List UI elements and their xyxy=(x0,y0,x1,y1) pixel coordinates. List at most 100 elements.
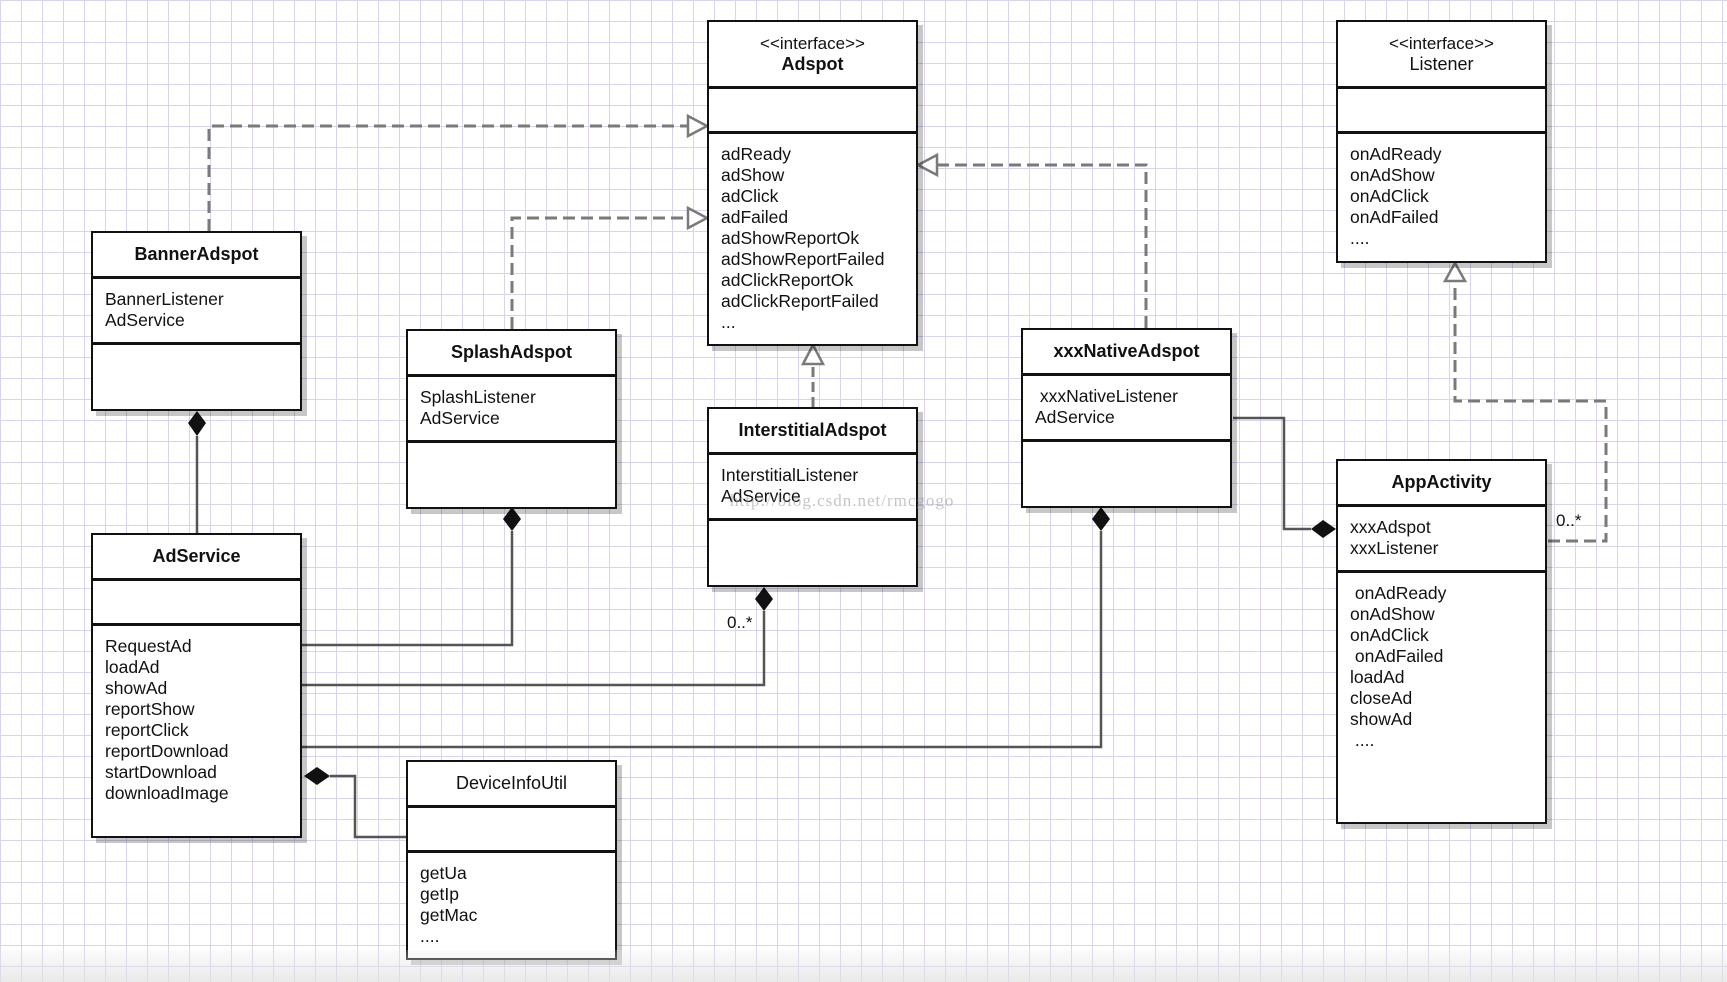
realization-appactivity-listener xyxy=(1442,260,1608,543)
class-header: xxxNativeAdspot xyxy=(1023,330,1230,373)
class-name: AppActivity xyxy=(1391,472,1492,492)
composition-interstitial-adservice xyxy=(302,587,773,687)
class-name: DeviceInfoUtil xyxy=(455,773,568,793)
stereotype-label: <<interface>> xyxy=(1389,34,1494,53)
method-item: onAdReady xyxy=(1350,144,1442,164)
method-item: onAdReady xyxy=(1350,583,1447,603)
class-name: SplashAdspot xyxy=(450,342,572,362)
class-name: Adspot xyxy=(781,54,844,74)
method-item: showAd xyxy=(105,678,168,698)
method-item: adShowReportFailed xyxy=(721,249,885,269)
methods-section xyxy=(93,342,300,409)
method-item: adClickReportFailed xyxy=(721,291,879,311)
attributes-section: xxxNativeListener AdService xyxy=(1023,373,1230,439)
methods-section: onAdReady onAdShow onAdClick onAdFailed … xyxy=(1338,131,1545,261)
method-item: ... xyxy=(721,312,736,332)
method-item: adFailed xyxy=(721,207,789,227)
attribute-item: BannerListener xyxy=(105,289,224,309)
attributes-section xyxy=(408,805,615,850)
class-header: SplashAdspot xyxy=(408,331,615,374)
attributes-section: SplashListener AdService xyxy=(408,374,615,440)
method-item: onAdShow xyxy=(1350,165,1435,185)
method-item: RequestAd xyxy=(105,636,192,656)
bottom-edge xyxy=(0,950,1727,982)
method-item: getUa xyxy=(420,863,467,883)
methods-section: adReady adShow adClick adFailed adShowRe… xyxy=(709,131,916,344)
class-name: xxxNativeAdspot xyxy=(1053,341,1200,361)
method-item: reportClick xyxy=(105,720,189,740)
attribute-item: xxxNativeListener xyxy=(1035,386,1178,406)
class-name: InterstitialAdspot xyxy=(738,420,887,440)
class-name: AdService xyxy=(152,546,241,566)
method-item: onAdClick xyxy=(1350,625,1429,645)
method-item: onAdClick xyxy=(1350,186,1429,206)
composition-appactivity-native xyxy=(1233,416,1336,538)
composition-banner-adservice xyxy=(188,411,206,533)
method-item: reportShow xyxy=(105,699,195,719)
watermark-text: http://blog.csdn.net/rmcgogo xyxy=(730,491,955,510)
composition-adservice-deviceinfo xyxy=(304,767,406,839)
methods-section xyxy=(408,440,615,507)
listener-interface-box[interactable]: <<interface>> Listener onAdReady onAdSho… xyxy=(1336,20,1547,263)
realization-splash-adspot xyxy=(510,205,710,329)
methods-section xyxy=(709,518,916,585)
class-header: <<interface>> Adspot xyxy=(709,22,916,86)
attributes-section: xxxAdspot xxxListener xyxy=(1338,504,1545,570)
attribute-item: AdService xyxy=(420,408,500,428)
class-header: AdService xyxy=(93,535,300,578)
attributes-section: BannerListener AdService xyxy=(93,276,300,342)
ad-service-box[interactable]: AdService RequestAd loadAd showAd report… xyxy=(91,533,302,838)
attribute-item: SplashListener xyxy=(420,387,536,407)
method-item: startDownload xyxy=(105,762,217,782)
multiplicity-label: 0..* xyxy=(1556,511,1582,530)
methods-section: RequestAd loadAd showAd reportShow repor… xyxy=(93,623,300,836)
method-item: getMac xyxy=(420,905,478,925)
method-item: onAdFailed xyxy=(1350,646,1444,666)
methods-section: getUa getIp getMac .... xyxy=(408,850,615,958)
class-header: BannerAdspot xyxy=(93,233,300,276)
class-header: InterstitialAdspot xyxy=(709,409,916,452)
interstitial-adspot-box[interactable]: InterstitialAdspot InterstitialListener … xyxy=(707,407,918,587)
methods-section xyxy=(1023,439,1230,506)
app-activity-box[interactable]: AppActivity xxxAdspot xxxListener onAdRe… xyxy=(1336,459,1547,824)
methods-section: onAdReady onAdShow onAdClick onAdFailed … xyxy=(1338,570,1545,822)
attribute-item: InterstitialListener xyxy=(721,465,859,485)
method-item: .... xyxy=(1350,730,1375,750)
class-header: <<interface>> Listener xyxy=(1338,22,1545,86)
attribute-item: AdService xyxy=(1035,407,1115,427)
method-item: downloadImage xyxy=(105,783,229,803)
attribute-item: xxxAdspot xyxy=(1350,517,1431,537)
class-name: BannerAdspot xyxy=(134,244,259,264)
class-header: AppActivity xyxy=(1338,461,1545,504)
device-info-util-box[interactable]: DeviceInfoUtil getUa getIp getMac .... xyxy=(406,760,617,960)
attributes-section xyxy=(1338,86,1545,131)
splash-adspot-box[interactable]: SplashAdspot SplashListener AdService xyxy=(406,329,617,509)
attribute-item: xxxListener xyxy=(1350,538,1439,558)
attributes-section xyxy=(709,86,916,131)
method-item: adReady xyxy=(721,144,792,164)
attributes-section xyxy=(93,578,300,623)
adspot-interface-box[interactable]: <<interface>> Adspot adReady adShow adCl… xyxy=(707,20,918,346)
method-item: adShowReportOk xyxy=(721,228,860,248)
attributes-section: InterstitialListener AdService xyxy=(709,452,916,518)
method-item: onAdShow xyxy=(1350,604,1435,624)
realization-native-adspot xyxy=(915,152,1148,328)
method-item: adClickReportOk xyxy=(721,270,854,290)
method-item: onAdFailed xyxy=(1350,207,1439,227)
native-adspot-box[interactable]: xxxNativeAdspot xxxNativeListener AdServ… xyxy=(1021,328,1232,508)
realization-banner-adspot xyxy=(207,113,710,231)
class-header: DeviceInfoUtil xyxy=(408,762,615,805)
attribute-item: AdService xyxy=(721,486,801,506)
attribute-item: AdService xyxy=(105,310,185,330)
banner-adspot-box[interactable]: BannerAdspot BannerListener AdService xyxy=(91,231,302,411)
method-item: adShow xyxy=(721,165,785,185)
method-item: getIp xyxy=(420,884,459,904)
method-item: reportDownload xyxy=(105,741,229,761)
composition-splash-adservice xyxy=(302,507,521,647)
method-item: adClick xyxy=(721,186,779,206)
method-item: showAd xyxy=(1350,709,1413,729)
stereotype-label: <<interface>> xyxy=(760,34,865,53)
method-item: .... xyxy=(420,926,440,946)
